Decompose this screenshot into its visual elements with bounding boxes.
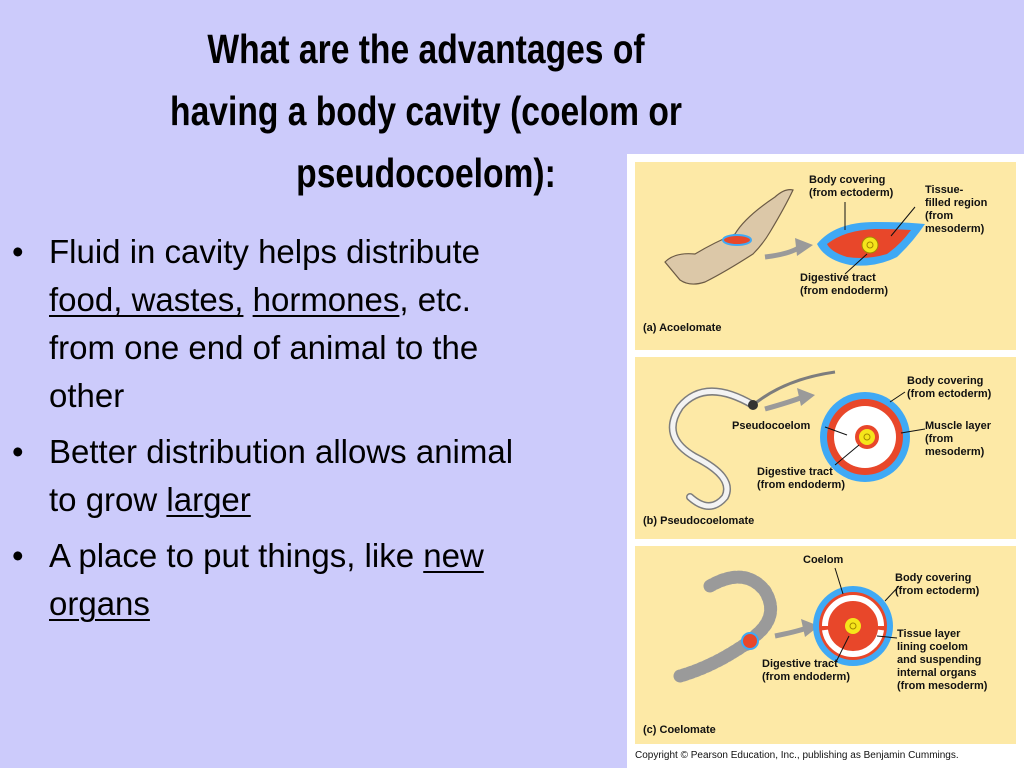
roundworm-cross-section-icon bbox=[748, 400, 758, 410]
title-line-1: What are the advantages of bbox=[207, 26, 645, 72]
label-body-covering: Body covering(from ectoderm) bbox=[895, 572, 980, 597]
caption-acoelomate: (a) Acoelomate bbox=[643, 322, 722, 334]
bullet-text: , etc. from one end of animal to the oth… bbox=[49, 281, 479, 414]
bullet-text bbox=[243, 281, 252, 318]
underlined-text: hormones bbox=[252, 281, 400, 318]
underlined-text: food, wastes, bbox=[49, 281, 244, 318]
bullet-item: A place to put things, like new organs bbox=[0, 532, 540, 628]
label-digestive: Digestive tract(from endoderm) bbox=[762, 658, 850, 683]
bullet-text: A place to put things, like bbox=[49, 537, 424, 574]
digestive-tract-icon bbox=[859, 429, 875, 445]
bullet-list: Fluid in cavity helps distribute food, w… bbox=[0, 228, 540, 636]
label-body-covering: Body covering(from ectoderm) bbox=[809, 174, 894, 199]
label-pseudocoelom: Pseudocoelom bbox=[732, 420, 811, 432]
coelom-space bbox=[852, 595, 884, 627]
label-digestive: Digestive tract(from endoderm) bbox=[800, 272, 888, 297]
underlined-text: new organs bbox=[49, 537, 484, 622]
pseudocoelomate-illustration bbox=[668, 370, 926, 510]
caption-pseudocoelomate: (b) Pseudocoelomate bbox=[643, 515, 755, 527]
panel-acoelomate: Body covering(from ectoderm) Tissue-fill… bbox=[635, 162, 1016, 350]
arrow-icon bbox=[774, 625, 808, 639]
coelomate-illustration bbox=[673, 567, 900, 683]
body-cavity-figure: Body covering(from ectoderm) Tissue-fill… bbox=[627, 154, 1024, 768]
copyright-notice: Copyright © Pearson Education, Inc., pub… bbox=[635, 750, 959, 761]
digestive-tract-icon bbox=[845, 618, 861, 634]
arrowhead-icon bbox=[795, 238, 813, 256]
bullet-text: Better distribution allows animal to gro… bbox=[49, 433, 514, 518]
bullet-item: Fluid in cavity helps distribute food, w… bbox=[0, 228, 540, 420]
flatworm-cross-section-icon bbox=[722, 234, 752, 246]
arrowhead-icon bbox=[797, 388, 815, 406]
acoelomate-illustration bbox=[664, 189, 925, 285]
label-digestive: Digestive tract(from endoderm) bbox=[757, 466, 845, 491]
title-line-2: having a body cavity (coelom or bbox=[170, 88, 682, 134]
caption-coelomate: (c) Coelomate bbox=[643, 724, 716, 736]
underlined-text: larger bbox=[166, 481, 251, 518]
earthworm-cross-section-icon bbox=[741, 632, 759, 650]
title-line-3: pseudocoelom): bbox=[296, 150, 556, 196]
bullet-text: Fluid in cavity helps distribute bbox=[49, 233, 481, 270]
arrow-icon bbox=[764, 244, 802, 260]
digestive-tract-icon bbox=[861, 236, 879, 254]
arrowhead-icon bbox=[801, 619, 819, 637]
earthworm-icon bbox=[703, 570, 778, 652]
bullet-item: Better distribution allows animal to gro… bbox=[0, 428, 540, 524]
label-coelom: Coelom bbox=[803, 554, 844, 566]
panel-pseudocoelomate: Body covering(from ectoderm) Muscle laye… bbox=[635, 357, 1016, 539]
arrow-icon bbox=[764, 394, 804, 412]
label-body-covering: Body covering(from ectoderm) bbox=[907, 375, 992, 400]
slide-title: What are the advantages of having a body… bbox=[126, 18, 726, 204]
panel-coelomate: Coelom Body covering(from ectoderm) Tiss… bbox=[635, 546, 1016, 744]
